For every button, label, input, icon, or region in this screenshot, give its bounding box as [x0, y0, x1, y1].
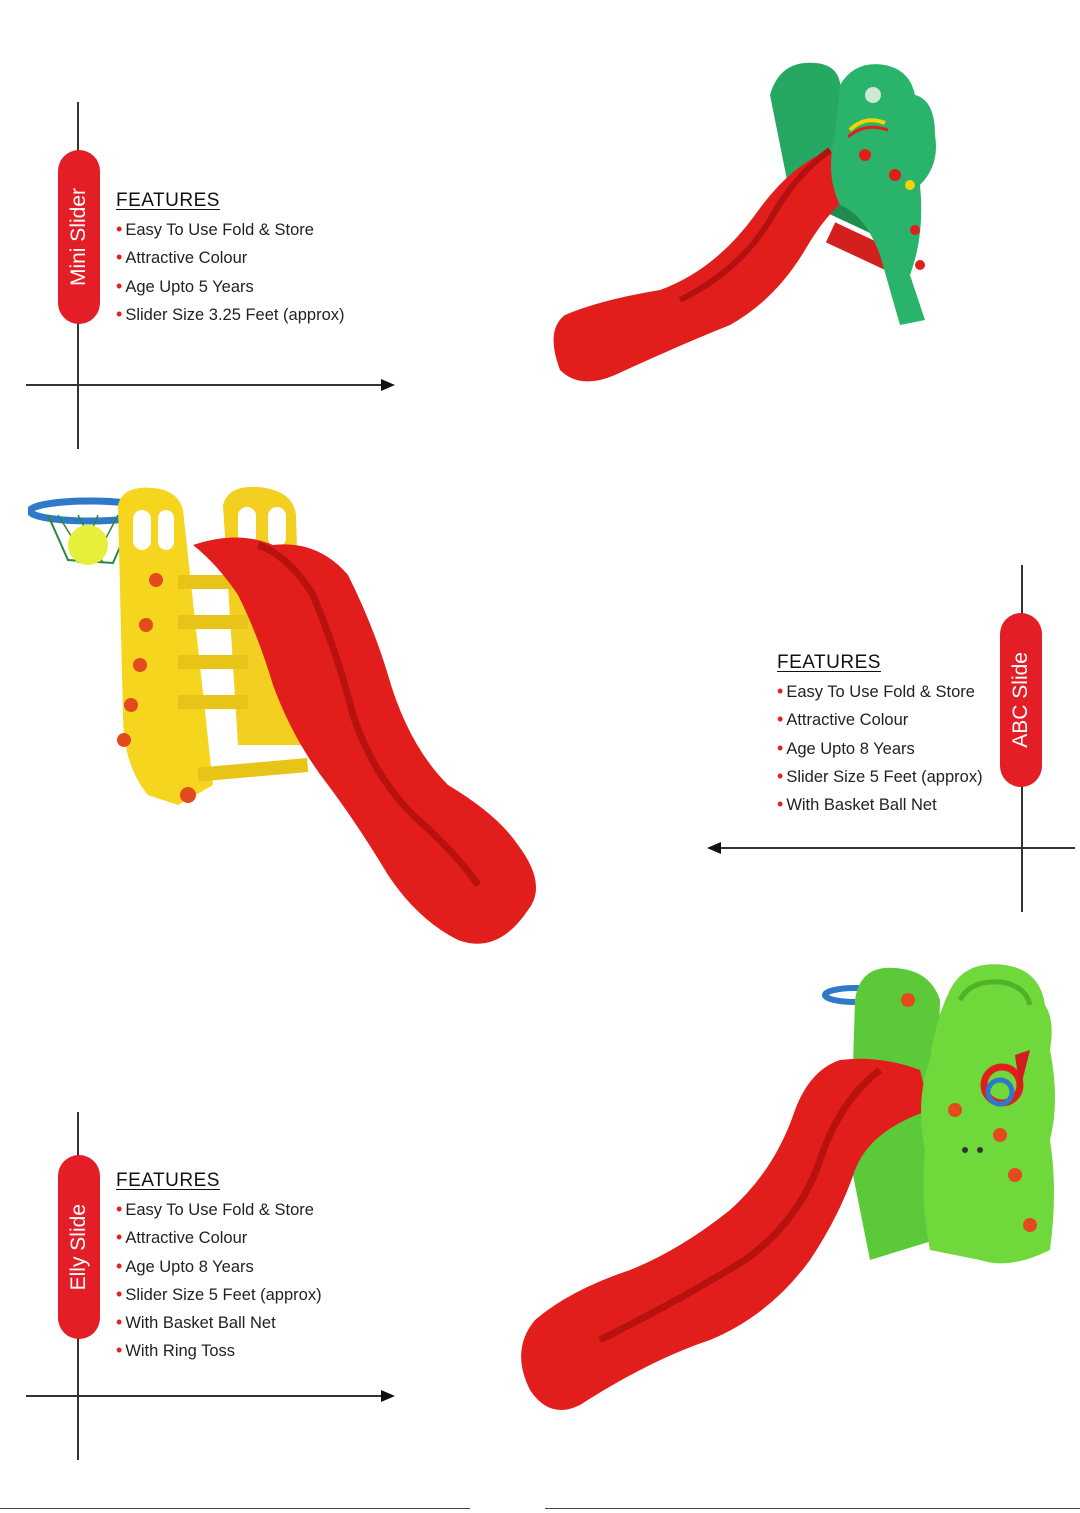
feature-item: •With Basket Ball Net [116, 1312, 276, 1333]
bullet-icon: • [777, 709, 784, 730]
product-name: Elly Slide [67, 1203, 90, 1291]
features-list: FEATURES •Easy To Use Fold & Store •Attr… [777, 652, 983, 819]
footer-divider-right [545, 1508, 1080, 1509]
arrow-left-icon [707, 842, 721, 854]
bullet-icon: • [116, 247, 123, 268]
feature-item: •Slider Size 5 Feet (approx) [116, 1283, 322, 1304]
bullet-icon: • [777, 765, 784, 786]
feature-item: •Attractive Colour [777, 709, 909, 730]
bullet-icon: • [777, 737, 784, 758]
bullet-icon: • [777, 794, 784, 815]
product-name: ABC Slide [1009, 652, 1032, 748]
feature-item: •With Ring Toss [116, 1340, 236, 1361]
axis-horizontal-2 [720, 847, 1075, 849]
features-list: FEATURES •Easy To Use Fold & Store •Attr… [116, 1170, 322, 1366]
axis-horizontal-3 [26, 1395, 382, 1397]
footer-divider-left [0, 1508, 470, 1509]
features-list: FEATURES •Easy To Use Fold & Store •Attr… [116, 190, 345, 329]
product-name-badge: Mini Slider [58, 150, 100, 324]
bullet-icon: • [777, 681, 784, 701]
feature-item: •Slider Size 3.25 Feet (approx) [116, 303, 345, 324]
feature-item: •Age Upto 8 Years [116, 1255, 254, 1276]
bullet-icon: • [116, 1340, 123, 1361]
feature-item: •Slider Size 5 Feet (approx) [777, 765, 983, 786]
bullet-icon: • [116, 303, 123, 324]
feature-item: •Age Upto 5 Years [116, 275, 254, 296]
elly-slide-image [521, 964, 1055, 1410]
mini-slider-image [553, 62, 936, 382]
feature-item: •Easy To Use Fold & Store [777, 681, 975, 701]
features-heading: FEATURES [116, 190, 220, 211]
feature-item: •Attractive Colour [116, 1227, 248, 1248]
arrow-right-icon [381, 1390, 395, 1402]
product-name-badge: ABC Slide [1000, 613, 1042, 787]
bullet-icon: • [116, 1255, 123, 1276]
feature-item: •Age Upto 8 Years [777, 737, 915, 758]
feature-item: •Easy To Use Fold & Store [116, 219, 314, 239]
axis-horizontal-1 [26, 384, 382, 386]
bullet-icon: • [116, 1199, 123, 1219]
feature-item: •With Basket Ball Net [777, 794, 937, 815]
bullet-icon: • [116, 1283, 123, 1304]
features-heading: FEATURES [116, 1170, 220, 1191]
feature-item: •Easy To Use Fold & Store [116, 1199, 314, 1219]
bullet-icon: • [116, 219, 123, 239]
features-heading: FEATURES [777, 652, 881, 673]
arrow-right-icon [381, 379, 395, 391]
feature-item: •Attractive Colour [116, 247, 248, 268]
bullet-icon: • [116, 1227, 123, 1248]
bullet-icon: • [116, 275, 123, 296]
abc-slide-image [28, 486, 536, 944]
product-name-badge: Elly Slide [58, 1155, 100, 1339]
bullet-icon: • [116, 1312, 123, 1333]
product-name: Mini Slider [67, 187, 90, 287]
